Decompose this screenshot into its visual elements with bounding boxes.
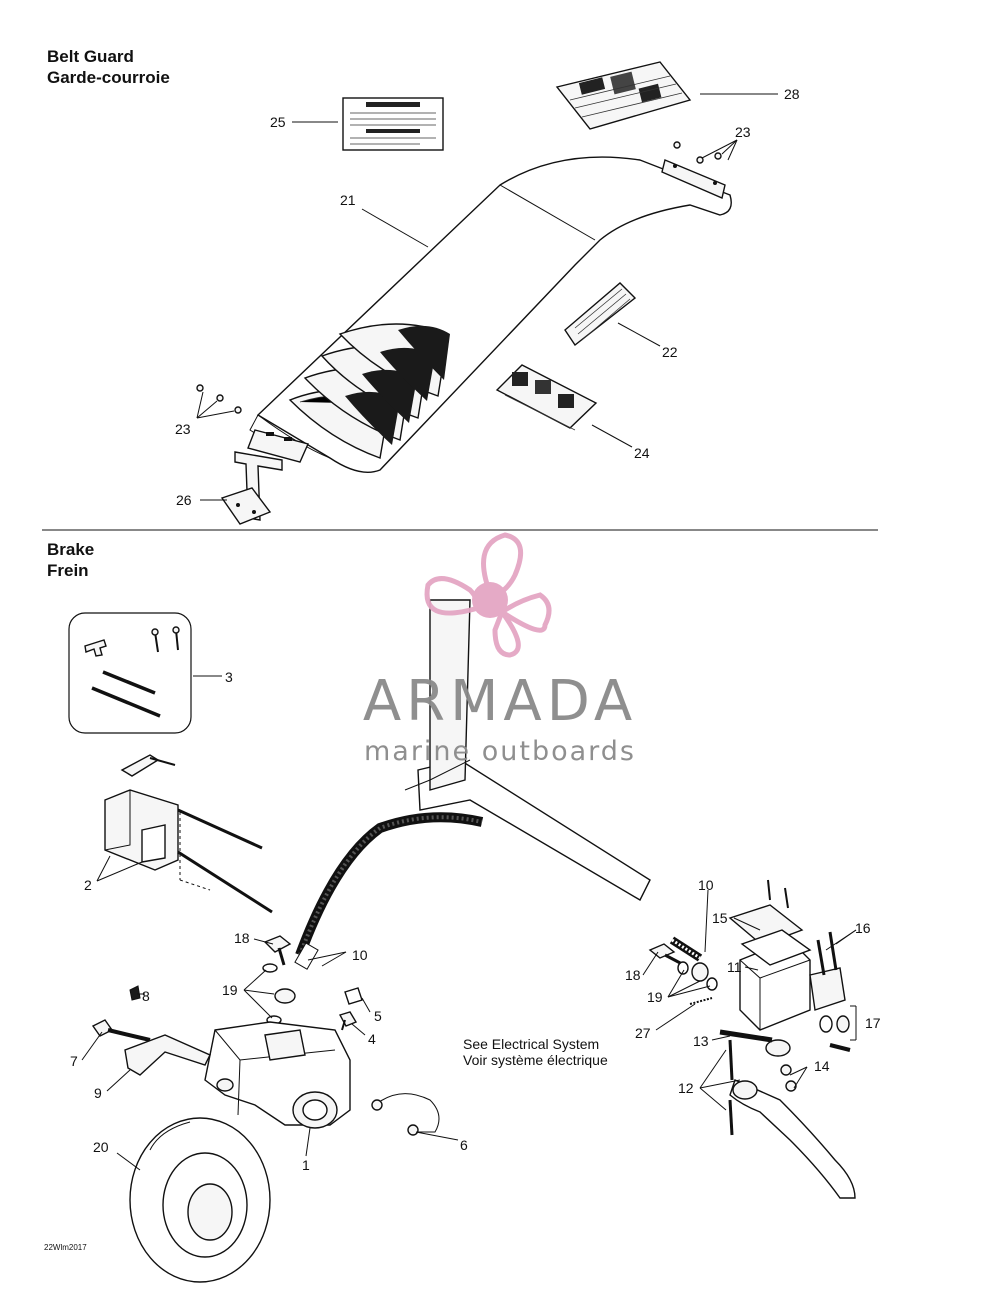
bracket-part-9 (124, 1034, 211, 1076)
belt-guard-part-21 (247, 156, 732, 473)
washer-part-19-left (262, 963, 296, 1025)
callout-12: 12 (678, 1080, 694, 1096)
washer-part-19-right (677, 961, 718, 991)
electrical-note-en: See Electrical System (463, 1036, 599, 1052)
caliper-part-1 (204, 1021, 351, 1129)
callout-16: 16 (855, 920, 871, 936)
callout-8: 8 (142, 988, 150, 1004)
disc-part-20 (129, 1117, 271, 1283)
banjo-bolt-part-18-left (263, 935, 292, 966)
callout-23-left: 23 (175, 421, 191, 437)
callout-7: 7 (70, 1053, 78, 1069)
callout-11: 11 (727, 959, 742, 975)
callout-23-top: 23 (735, 124, 751, 140)
brake-title-en: Brake (47, 540, 95, 559)
callout-25: 25 (270, 114, 286, 130)
callout-24: 24 (634, 445, 650, 461)
callout-27: 27 (635, 1025, 651, 1041)
callout-18-left: 18 (234, 930, 250, 946)
callout-19-left: 19 (222, 982, 238, 998)
callout-10-left: 10 (352, 947, 368, 963)
callout-15: 15 (712, 910, 728, 926)
brake-title-fr: Frein (47, 561, 89, 580)
callout-5: 5 (374, 1008, 382, 1024)
bolt-part-7 (91, 1019, 151, 1042)
decal-part-28 (555, 61, 692, 130)
watermark: ARMADA marine outboards (363, 532, 637, 767)
callout-6: 6 (460, 1137, 468, 1153)
callout-2: 2 (84, 877, 92, 893)
callout-28: 28 (784, 86, 800, 102)
decal-part-25 (342, 97, 444, 151)
callout-18-right: 18 (625, 967, 641, 983)
belt-guard-title-en: Belt Guard (47, 47, 134, 66)
callout-9: 9 (94, 1085, 102, 1101)
callout-17: 17 (865, 1015, 881, 1031)
propeller-hub (472, 582, 508, 618)
kit-part-3 (68, 612, 192, 734)
callout-13: 13 (693, 1033, 709, 1049)
belt-guard-leaders (196, 93, 778, 501)
bracket-part-26 (220, 451, 283, 525)
figure-ref: 22Wlm2017 (44, 1243, 87, 1252)
brake-leaders (81, 889, 857, 1171)
callout-19-right: 19 (647, 989, 663, 1005)
decal-part-22 (564, 282, 637, 347)
brake-lever-part-12 (728, 1039, 856, 1199)
callout-22: 22 (662, 344, 678, 360)
nut-part-23-left (196, 384, 242, 414)
nut-part-23-top (673, 141, 722, 164)
spring-part-27 (689, 997, 713, 1005)
reservoir-cover-part-15 (728, 904, 812, 966)
callout-10-right: 10 (698, 877, 714, 893)
watermark-tagline: marine outboards (364, 736, 636, 767)
watermark-brand: ARMADA (363, 669, 637, 734)
bleeder-part-4 (338, 1011, 358, 1031)
bracket-part-2 (104, 754, 273, 914)
section-title-brake: Brake Frein (47, 539, 94, 581)
callout-14: 14 (814, 1058, 830, 1074)
callout-1: 1 (302, 1157, 310, 1173)
clamp-part-17 (819, 1015, 851, 1052)
electrical-note-fr: Voir système électrique (463, 1052, 608, 1068)
nut-part-14 (780, 1064, 797, 1092)
callout-20: 20 (93, 1139, 109, 1155)
callout-21: 21 (340, 192, 356, 208)
cap-part-5 (344, 987, 363, 1005)
brake-hose-part-10 (294, 812, 703, 970)
callout-3: 3 (225, 669, 233, 685)
brake-handlebar (404, 599, 651, 901)
wire-part-6 (371, 1093, 440, 1136)
decal-part-24 (495, 364, 598, 431)
callout-4: 4 (368, 1031, 376, 1047)
belt-guard-title-fr: Garde-courroie (47, 68, 170, 87)
master-cylinder-part-11 (719, 939, 846, 1057)
screw-part-16 (767, 879, 838, 976)
section-title-belt-guard: Belt Guard Garde-courroie (47, 46, 170, 88)
callout-26: 26 (176, 492, 192, 508)
nut-part-8 (129, 985, 141, 1001)
